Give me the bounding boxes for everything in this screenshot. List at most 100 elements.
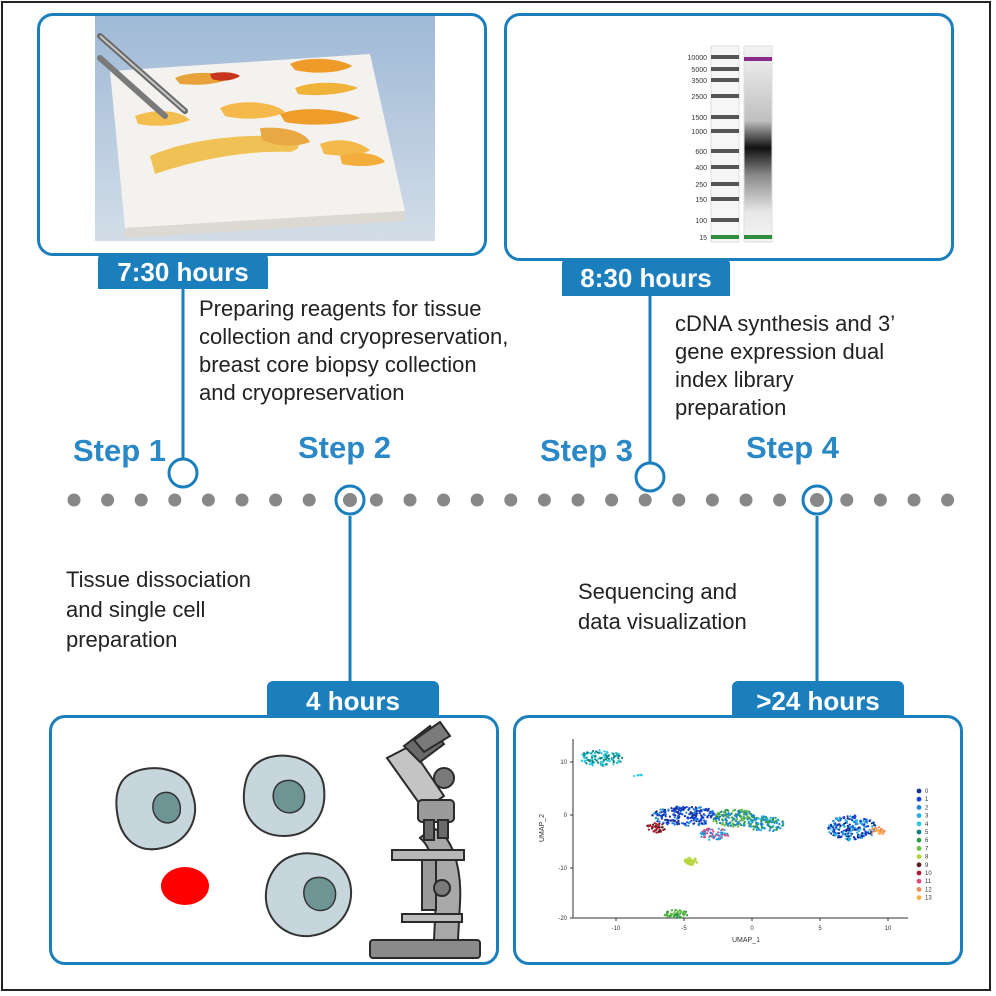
umap-point — [832, 820, 835, 823]
umap-point — [658, 826, 661, 829]
umap-point — [592, 754, 595, 757]
umap-point — [766, 818, 769, 821]
umap-point — [731, 819, 734, 822]
umap-point — [877, 829, 880, 832]
umap-point — [658, 811, 662, 814]
umap-point — [583, 757, 586, 760]
umap-point — [654, 817, 657, 820]
umap-point — [723, 814, 726, 817]
gel-ladder-band — [711, 182, 739, 186]
timeline-dot — [168, 493, 182, 507]
umap-point — [663, 809, 666, 812]
umap-point — [864, 830, 867, 833]
umap-point — [837, 828, 841, 831]
umap-point — [741, 819, 744, 822]
gel-ladder-band — [711, 218, 739, 222]
umap-y-ticks: 100-10-20 — [558, 760, 573, 922]
umap-legend-label: 11 — [925, 879, 932, 885]
umap-point — [679, 809, 682, 812]
umap-point — [588, 763, 591, 766]
umap-point — [720, 823, 723, 826]
tissue-on-gauze-image — [95, 16, 435, 241]
umap-x-tick-label: -5 — [681, 926, 687, 932]
gel-ladder-band — [711, 78, 739, 82]
timeline-dot — [638, 493, 652, 507]
umap-point — [746, 810, 749, 813]
umap-point — [687, 856, 690, 859]
umap-point — [740, 809, 743, 812]
umap-point — [859, 820, 862, 823]
umap-point — [580, 759, 583, 762]
umap-point — [718, 838, 722, 841]
umap-point — [846, 824, 849, 827]
umap-point — [850, 829, 853, 832]
umap-point — [694, 816, 697, 819]
umap-point — [673, 814, 676, 817]
umap-point — [722, 811, 726, 814]
umap-point — [838, 816, 841, 819]
umap-point — [658, 830, 661, 833]
umap-point — [604, 755, 607, 759]
umap-point — [839, 836, 842, 839]
umap-point — [778, 823, 781, 826]
umap-point — [721, 831, 724, 834]
umap-point — [827, 826, 830, 829]
umap-point — [752, 828, 755, 831]
gel-ladder-band — [711, 149, 739, 153]
umap-cluster — [663, 908, 689, 919]
gel-ladder-band — [711, 94, 739, 98]
umap-point — [713, 813, 716, 816]
umap-point — [583, 760, 586, 763]
umap-point — [764, 818, 767, 821]
umap-point — [683, 815, 686, 818]
timeline-dot — [739, 493, 753, 507]
umap-point — [734, 814, 737, 817]
step2-description: Tissue dissociation and single cell prep… — [66, 567, 252, 652]
umap-point — [723, 832, 726, 835]
umap-point — [848, 825, 851, 829]
umap-point — [768, 825, 771, 828]
umap-point — [867, 832, 870, 835]
umap-point — [858, 834, 861, 837]
umap-point — [772, 818, 775, 821]
gel-ladder-label: 2500 — [691, 94, 707, 101]
umap-point — [756, 823, 759, 826]
umap-point — [693, 818, 696, 822]
umap-point — [591, 751, 594, 754]
umap-point — [586, 751, 589, 754]
umap-point — [881, 831, 884, 834]
umap-point — [700, 822, 704, 825]
umap-point — [852, 836, 855, 839]
umap-point — [768, 829, 771, 832]
umap-point — [692, 807, 695, 811]
umap-point — [670, 819, 673, 822]
umap-point — [841, 824, 844, 827]
umap-point — [654, 824, 657, 828]
umap-point — [751, 815, 754, 819]
umap-point — [615, 755, 618, 758]
umap-point — [707, 809, 710, 812]
umap-point — [710, 831, 713, 835]
gel-ladder-label: 5000 — [691, 67, 707, 74]
umap-y-tick-label: -20 — [558, 916, 567, 922]
umap-point — [702, 808, 705, 811]
umap-legend-label: 2 — [925, 805, 929, 811]
step4-marker-dot — [810, 493, 824, 507]
umap-point — [693, 811, 696, 814]
step1-description: Preparing reagents for tissue collection… — [199, 296, 509, 405]
umap-point — [871, 827, 874, 830]
umap-point — [612, 763, 615, 766]
umap-point — [647, 828, 650, 831]
umap-point — [834, 826, 837, 829]
umap-point — [854, 815, 857, 818]
umap-point — [871, 825, 874, 828]
cell-prep-panel — [49, 715, 499, 965]
gel-ladder-label: 250 — [695, 182, 707, 189]
umap-point — [680, 822, 683, 825]
umap-point — [686, 861, 690, 864]
umap-point — [842, 832, 845, 835]
umap-point — [691, 863, 694, 866]
umap-point — [616, 761, 619, 764]
umap-point — [598, 749, 601, 752]
umap-point — [847, 826, 850, 829]
